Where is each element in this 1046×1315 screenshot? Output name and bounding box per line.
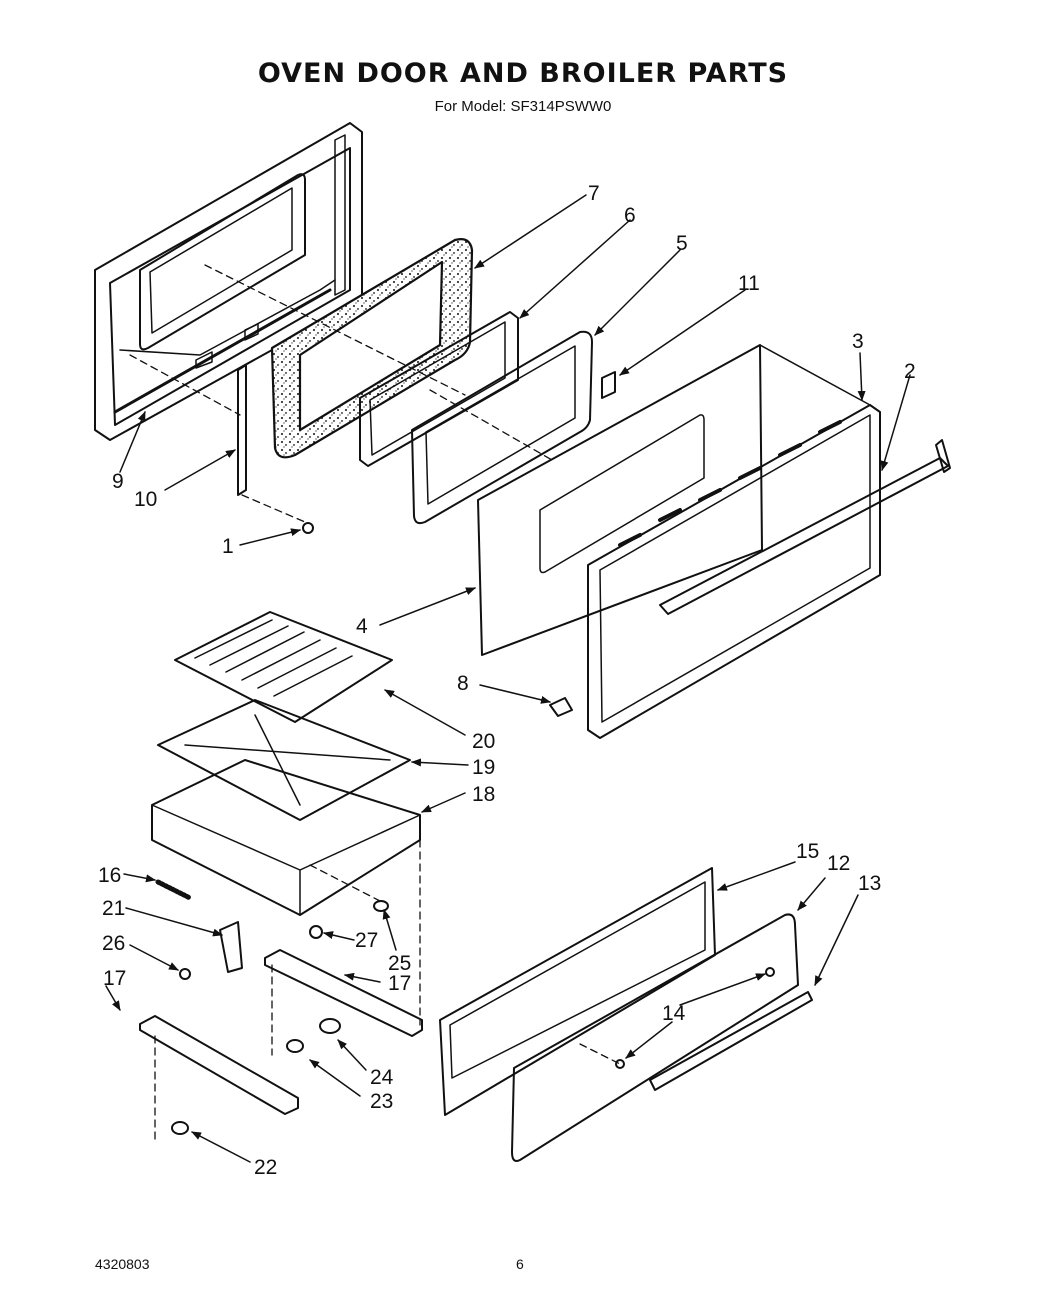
glass-frame [411, 330, 593, 525]
callout-1: 1 [222, 535, 234, 558]
broiler-pan-insert [157, 699, 411, 821]
callout-17-upper: 17 [388, 972, 411, 995]
alignment-lines [129, 264, 621, 1141]
callout-27: 27 [355, 929, 378, 952]
screw [302, 522, 314, 534]
outer-glass [477, 344, 763, 656]
callout-18: 18 [472, 783, 495, 806]
broiler-pan [151, 759, 421, 916]
drawer-rail-lower [139, 1015, 299, 1115]
drawer-screw [615, 967, 775, 1069]
callout-24: 24 [370, 1066, 394, 1089]
callout-3: 3 [852, 330, 864, 353]
broiler-bracket [219, 921, 243, 973]
model-subtitle: For Model: SF314PSWW0 [434, 98, 612, 115]
drawer-handle [649, 991, 813, 1091]
glide [171, 1121, 189, 1135]
callout-17-lower: 17 [103, 967, 126, 990]
nut [309, 925, 323, 939]
drawer-roller-small [286, 1039, 304, 1053]
drawer-roller-large [319, 1018, 341, 1034]
inner-glass [359, 311, 519, 467]
door-handle [659, 439, 951, 615]
callout-16: 16 [98, 864, 121, 887]
callout-labels: 7 6 5 11 3 2 9 10 1 4 8 20 19 18 16 21 2… [98, 182, 916, 1179]
callout-22: 22 [254, 1156, 277, 1179]
callout-20: 20 [472, 730, 495, 753]
callout-13: 13 [858, 872, 881, 895]
broiler-spring [155, 879, 193, 901]
callout-8: 8 [457, 672, 469, 695]
callout-10: 10 [134, 488, 157, 511]
document-number: 4320803 [95, 1256, 150, 1272]
callout-19: 19 [472, 756, 495, 779]
callout-25: 25 [388, 952, 411, 975]
leader-lines [105, 194, 911, 1163]
window-clip [601, 371, 616, 399]
door-gasket [270, 238, 474, 459]
drawer-rail-upper [264, 949, 423, 1037]
callout-15: 15 [796, 840, 819, 863]
callout-2: 2 [904, 360, 916, 383]
callout-21: 21 [102, 897, 125, 920]
drawer-front-panel [511, 913, 799, 1162]
outer-door [587, 344, 881, 739]
callout-26: 26 [102, 932, 125, 955]
callout-23: 23 [370, 1090, 393, 1113]
door-stop [549, 697, 573, 717]
callout-5: 5 [676, 232, 688, 255]
page-number: 6 [516, 1256, 524, 1272]
callout-7: 7 [588, 182, 600, 205]
callout-11: 11 [738, 272, 760, 295]
callout-12: 12 [827, 852, 850, 875]
drawer-body [439, 867, 716, 1116]
callout-4: 4 [356, 615, 368, 638]
door-channel [237, 364, 247, 496]
callout-14: 14 [662, 1002, 686, 1025]
callout-9: 9 [112, 470, 124, 493]
page-title: OVEN DOOR AND BROILER PARTS [257, 58, 789, 89]
inner-door-panel [94, 122, 363, 441]
bracket-screw [179, 968, 191, 980]
roller [373, 900, 389, 912]
broiler-grid [174, 611, 393, 723]
callout-6: 6 [624, 204, 636, 227]
